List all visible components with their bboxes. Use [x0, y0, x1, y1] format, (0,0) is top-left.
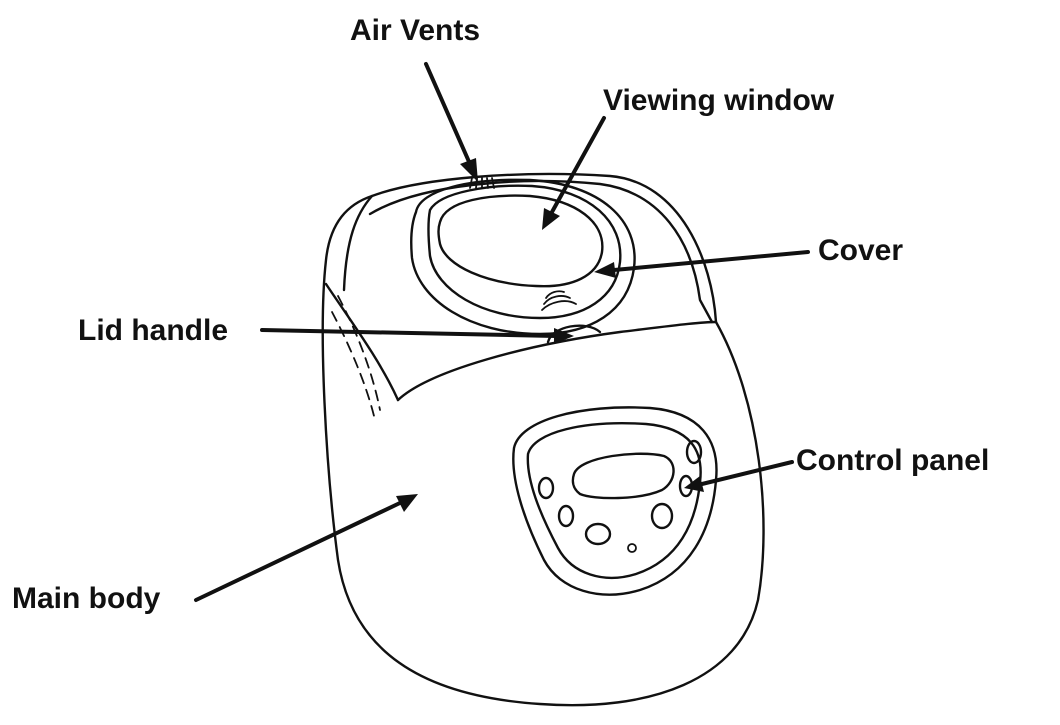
label-viewing-window: Viewing window	[603, 84, 834, 118]
label-control-panel: Control panel	[796, 444, 989, 478]
left-shoulder-panel	[326, 284, 398, 400]
label-main-body: Main body	[12, 582, 160, 616]
main-body-arrow	[196, 494, 418, 600]
display-window-shape	[573, 454, 674, 498]
label-air-vents: Air Vents	[350, 14, 480, 48]
control-panel-inner	[528, 423, 701, 578]
control-buttons	[539, 441, 701, 552]
label-cover: Cover	[818, 234, 903, 268]
control-panel-outline	[513, 407, 716, 594]
main-body-outline	[323, 174, 764, 705]
viewing-window-outline	[439, 196, 603, 287]
label-lid-handle: Lid handle	[78, 314, 228, 348]
air-vents-arrow	[426, 64, 478, 182]
lid-handle-arrow	[262, 328, 574, 344]
cover-vent-marks	[542, 291, 576, 310]
